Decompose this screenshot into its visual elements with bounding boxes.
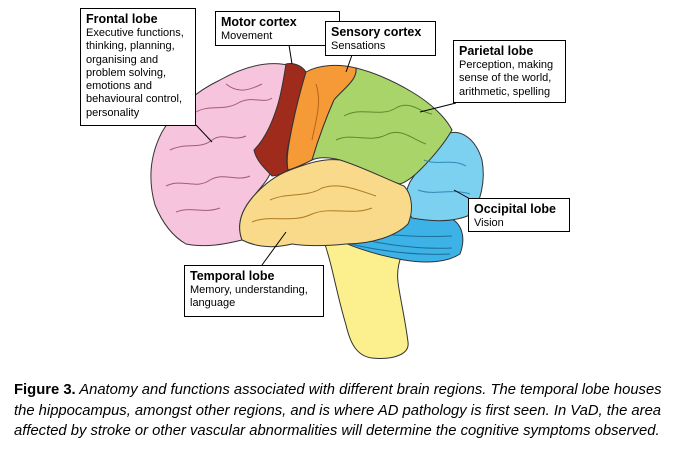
parietal-lobe-desc: Perception, making sense of the world, a… <box>459 59 554 98</box>
label-frontal-lobe: Frontal lobe Executive functions, thinki… <box>80 8 196 126</box>
temporal-lobe-desc: Memory, understanding, language <box>190 284 308 310</box>
frontal-lobe-title: Frontal lobe <box>86 12 158 26</box>
occipital-lobe-title: Occipital lobe <box>474 202 556 216</box>
sensory-cortex-desc: Sensations <box>331 40 386 52</box>
label-motor-cortex: Motor cortex Movement <box>215 11 340 46</box>
brain-diagram <box>150 44 484 359</box>
label-occipital-lobe: Occipital lobe Vision <box>468 198 570 232</box>
frontal-leader <box>195 124 213 143</box>
temporal-lobe-title: Temporal lobe <box>190 269 275 283</box>
label-temporal-lobe: Temporal lobe Memory, understanding, lan… <box>184 265 324 317</box>
motor-cortex-desc: Movement <box>221 30 273 42</box>
caption-text: Anatomy and functions associated with di… <box>14 382 662 439</box>
frontal-lobe-desc: Executive functions, thinking, planning,… <box>86 27 184 119</box>
sensory-cortex-title: Sensory cortex <box>331 25 422 39</box>
label-parietal-lobe: Parietal lobe Perception, making sense o… <box>453 40 566 103</box>
figure-caption: Figure 3. Anatomy and functions associat… <box>14 380 666 442</box>
temporal-lobe <box>239 159 412 248</box>
temporal-leader <box>261 231 287 266</box>
figure-number: Figure 3. <box>14 382 76 398</box>
parietal-leader <box>419 102 457 113</box>
label-sensory-cortex: Sensory cortex Sensations <box>325 21 436 56</box>
sensory-leader <box>345 54 353 73</box>
brain-stem <box>321 235 409 359</box>
occipital-lobe-desc: Vision <box>474 217 504 229</box>
motor-leader <box>288 44 293 65</box>
motor-cortex-title: Motor cortex <box>221 15 297 29</box>
parietal-lobe-title: Parietal lobe <box>459 44 534 58</box>
